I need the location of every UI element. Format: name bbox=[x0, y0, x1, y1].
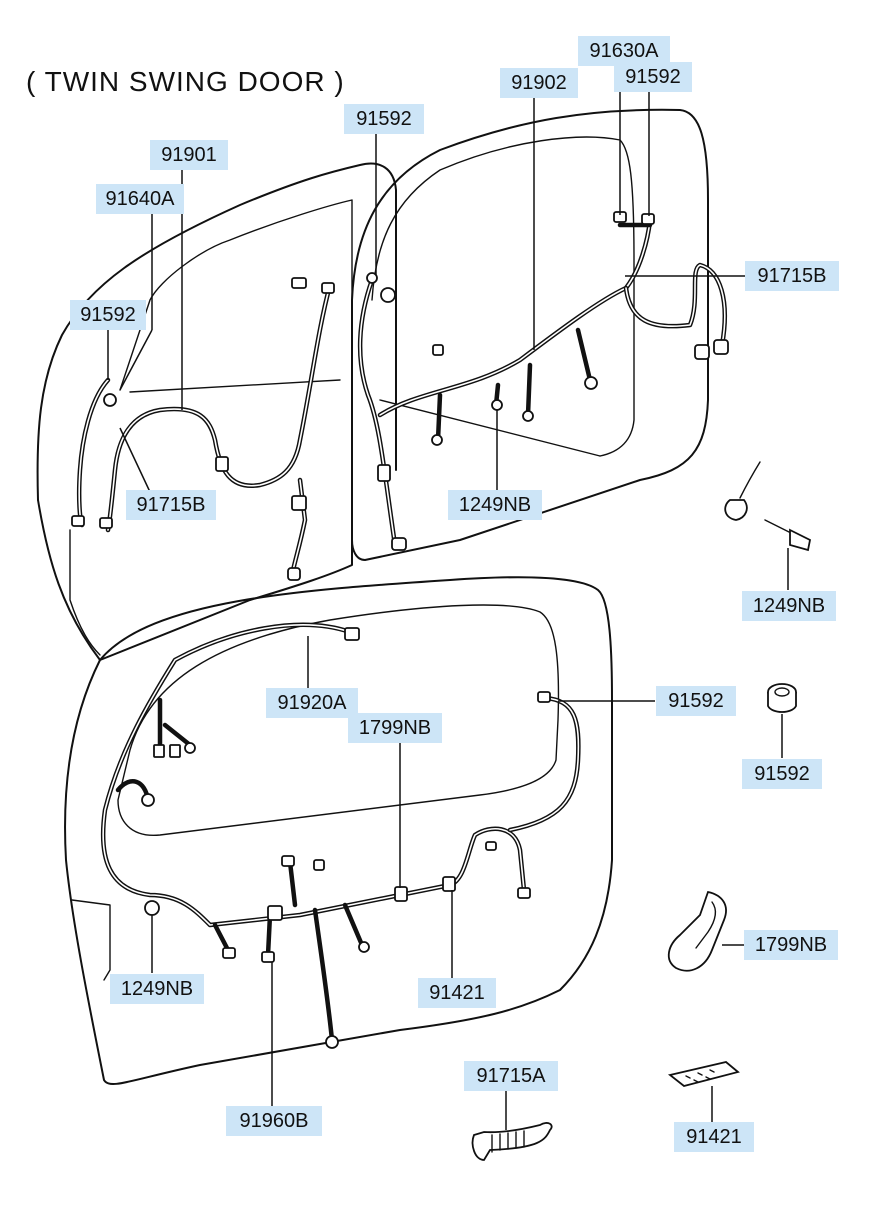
right-door-outline bbox=[351, 108, 709, 561]
part-91421-pad bbox=[667, 1061, 740, 1087]
callout-91592-top-right[interactable]: 91592 bbox=[614, 62, 692, 92]
harness-91901 bbox=[76, 282, 333, 578]
callout-91592-grommet[interactable]: 91592 bbox=[742, 759, 822, 789]
callout-1249NB-bolt[interactable]: 1249NB bbox=[742, 591, 836, 621]
part-1249NB-bolt bbox=[724, 461, 812, 552]
callout-91715A[interactable]: 91715A bbox=[464, 1061, 558, 1091]
callout-91901[interactable]: 91901 bbox=[150, 140, 228, 170]
callout-91592-left[interactable]: 91592 bbox=[70, 300, 146, 330]
callout-91630A[interactable]: 91630A bbox=[578, 36, 670, 66]
callout-1799NB-upper[interactable]: 1799NB bbox=[348, 713, 442, 743]
rear-door-outline bbox=[64, 576, 613, 1086]
callout-1799NB-part[interactable]: 1799NB bbox=[744, 930, 838, 960]
part-91715A-grommet bbox=[471, 1122, 553, 1161]
callout-1249NB-lower[interactable]: 1249NB bbox=[110, 974, 204, 1004]
callout-91421-part[interactable]: 91421 bbox=[674, 1122, 754, 1152]
callout-91960B[interactable]: 91960B bbox=[226, 1106, 322, 1136]
page-title: ( TWIN SWING DOOR ) bbox=[26, 66, 345, 97]
part-91592-grommet bbox=[767, 683, 797, 713]
harness-91902 bbox=[357, 217, 727, 548]
callout-91715B-right[interactable]: 91715B bbox=[745, 261, 839, 291]
callout-1249NB-upper[interactable]: 1249NB bbox=[448, 490, 542, 520]
part-1799NB-clip bbox=[667, 890, 727, 972]
callout-91421-lower[interactable]: 91421 bbox=[418, 978, 496, 1008]
callout-91640A[interactable]: 91640A bbox=[96, 184, 184, 214]
callout-91715B-left[interactable]: 91715B bbox=[126, 490, 216, 520]
callout-91592-mid-right[interactable]: 91592 bbox=[656, 686, 736, 716]
connectors bbox=[71, 211, 729, 1049]
callout-91592-top-mid[interactable]: 91592 bbox=[344, 104, 424, 134]
harness-91920A bbox=[100, 622, 581, 1043]
callout-91920A[interactable]: 91920A bbox=[266, 688, 358, 718]
callout-91902[interactable]: 91902 bbox=[500, 68, 578, 98]
